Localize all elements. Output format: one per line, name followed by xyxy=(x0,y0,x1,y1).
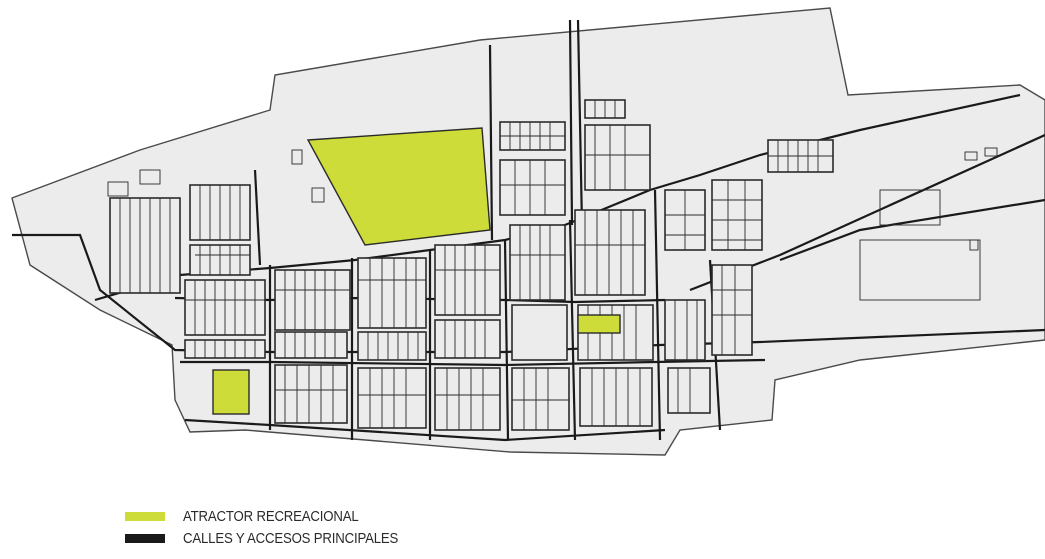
legend-swatch-streets xyxy=(125,533,165,543)
legend-label-streets: CALLES Y ACCESOS PRINCIPALES xyxy=(183,529,399,547)
recreational-area-large xyxy=(306,127,491,246)
legend-label-recreational: ATRACTOR RECREACIONAL xyxy=(183,507,359,525)
map-legend: ATRACTOR RECREACIONAL CALLES Y ACCESOS P… xyxy=(125,505,428,549)
town-map xyxy=(11,7,1045,456)
legend-item-recreational: ATRACTOR RECREACIONAL xyxy=(125,505,428,527)
small-structures xyxy=(107,147,998,301)
legend-swatch-recreational xyxy=(125,511,165,521)
lot-lines xyxy=(119,100,833,430)
legend-item-streets: CALLES Y ACCESOS PRINCIPALES xyxy=(125,527,428,549)
recreational-area-small-south xyxy=(577,314,621,334)
recreational-area-small-west xyxy=(212,369,250,415)
recreational-areas xyxy=(212,127,621,415)
